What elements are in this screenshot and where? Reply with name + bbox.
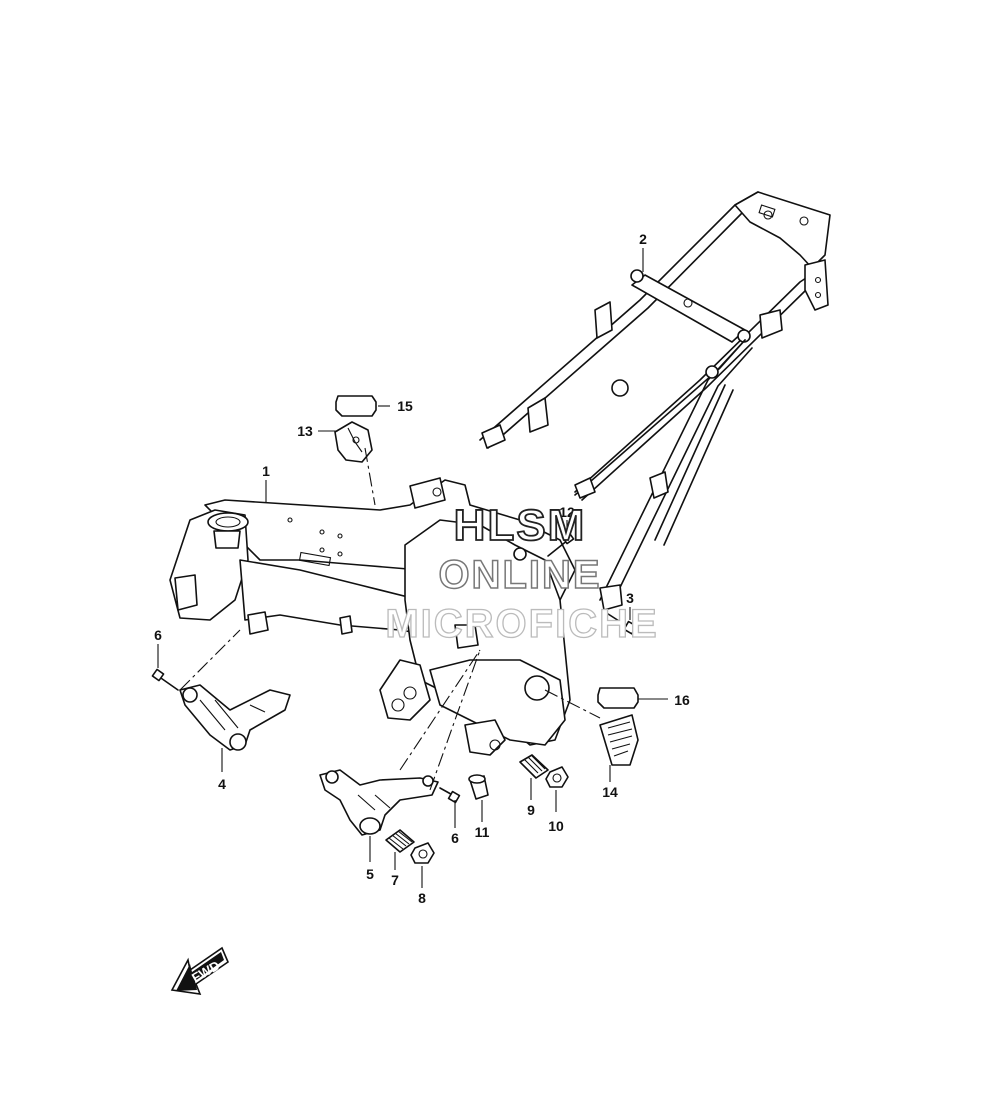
- watermark-line-1: HLSM: [454, 501, 587, 550]
- watermark-line-3: MICROFICHE: [385, 602, 658, 646]
- assembly-line: [544, 689, 601, 719]
- bolt-12[interactable]: [547, 531, 575, 557]
- callouts: 1 2 3 4 5 6 6 7 8 9 10 11 12 13 14 15 16: [154, 231, 690, 906]
- callout-8: 8: [418, 890, 426, 906]
- watermark: HLSM ONLINE MICROFICHE: [385, 500, 658, 647]
- nut-10[interactable]: [545, 766, 569, 788]
- rear-subframe[interactable]: [479, 191, 831, 611]
- callout-15: 15: [397, 398, 413, 414]
- spring-9[interactable]: [519, 754, 549, 779]
- callout-6-left: 6: [154, 627, 162, 643]
- watermark-line-2: ONLINE: [438, 553, 601, 597]
- callout-14: 14: [602, 784, 618, 800]
- callout-7: 7: [391, 872, 399, 888]
- callout-12: 12: [559, 504, 575, 520]
- assembly-line: [364, 447, 376, 506]
- callout-1: 1: [262, 463, 270, 479]
- callout-11: 11: [475, 824, 490, 840]
- callout-3: 3: [626, 590, 634, 606]
- callout-13: 13: [297, 423, 313, 439]
- assembly-line: [179, 629, 241, 691]
- bolt-6-right[interactable]: [439, 787, 461, 804]
- bolt-6-left[interactable]: [151, 668, 179, 691]
- callout-6-right: 6: [451, 830, 459, 846]
- assembly-line: [399, 649, 481, 771]
- rubber-cap-15[interactable]: [335, 395, 377, 417]
- callout-5: 5: [366, 866, 374, 882]
- footrest-bracket-5[interactable]: [319, 769, 439, 836]
- callout-2: 2: [639, 231, 647, 247]
- main-frame[interactable]: [169, 477, 576, 756]
- bolt-3[interactable]: [604, 611, 638, 635]
- callout-9: 9: [527, 802, 535, 818]
- rubber-mount[interactable]: [334, 421, 373, 463]
- fwd-arrow-icon: FWD: [170, 946, 229, 995]
- callout-4: 4: [218, 776, 226, 792]
- callout-10: 10: [548, 818, 564, 834]
- cap-16[interactable]: [597, 687, 639, 709]
- reflector-14[interactable]: [599, 714, 639, 766]
- nut-8[interactable]: [410, 842, 435, 864]
- collar-11[interactable]: [468, 774, 489, 800]
- spring-7[interactable]: [385, 829, 415, 853]
- callout-16: 16: [674, 692, 690, 708]
- footrest-bracket-4[interactable]: [179, 684, 291, 751]
- leader-lines: [157, 248, 668, 888]
